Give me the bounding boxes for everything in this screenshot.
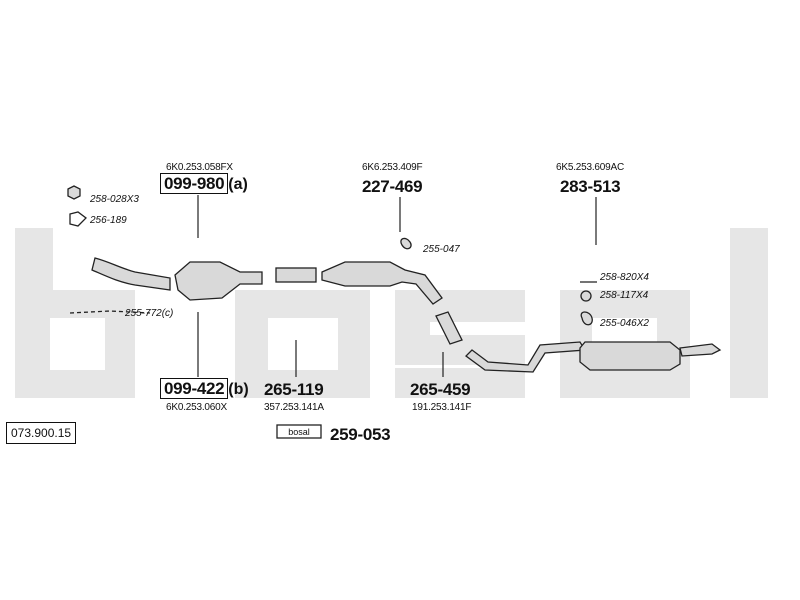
diagram-reference: 073.900.15: [6, 422, 77, 444]
oe-number-p5: 357.253.141A: [264, 402, 324, 413]
part-number-label: 099-980: [160, 173, 229, 194]
variant-suffix: (b): [228, 381, 249, 398]
rubber-mount-icon: [580, 311, 593, 326]
center-silencer: [321, 261, 443, 305]
variant-suffix: (a): [228, 176, 248, 193]
part-number-p7[interactable]: 259-053: [330, 425, 391, 444]
ring-icon: [580, 290, 592, 302]
gasket-icon: [69, 211, 87, 227]
rear-silencer: [579, 341, 681, 371]
tail-pipe: [679, 343, 722, 357]
clamp-265-119: [275, 267, 317, 283]
oe-number-p4: 6K0.253.060X: [166, 402, 227, 413]
part-number-p1[interactable]: 099-980(a): [160, 173, 248, 194]
accessory-a2[interactable]: 256-189: [90, 215, 127, 226]
accessory-a5[interactable]: 258-820X4: [600, 272, 649, 283]
clamp-265-459: [435, 311, 463, 345]
gasket-strip-icon: [69, 310, 151, 314]
oe-number-p2: 6K6.253.409F: [362, 162, 423, 173]
hanger-icon: [400, 237, 412, 250]
oe-number-p1: 6K0.253.058FX: [166, 162, 233, 173]
accessory-a3[interactable]: 255-772(c): [125, 308, 174, 319]
accessory-a7[interactable]: 255-046X2: [600, 318, 649, 329]
part-number-p6[interactable]: 265-459: [410, 380, 471, 399]
part-number-label: 099-422: [160, 378, 229, 399]
accessory-a1[interactable]: 258-028X3: [90, 194, 139, 205]
leader-lines: [197, 195, 597, 377]
exhaust-parts: [67, 185, 722, 373]
catalytic-converter: [174, 261, 263, 301]
oe-number-p3: 6K5.253.609AC: [556, 162, 625, 173]
bosal-logo-text: bosal: [288, 427, 310, 437]
part-number-p3[interactable]: 283-513: [560, 177, 621, 196]
front-downpipe: [91, 257, 171, 291]
nut-icon: [67, 185, 81, 200]
bosal-logo-box: [276, 424, 322, 439]
accessory-a4[interactable]: 255-047: [423, 244, 460, 255]
part-number-p2[interactable]: 227-469: [362, 177, 423, 196]
accessory-a6[interactable]: 258-117X4: [600, 290, 649, 301]
part-number-p4[interactable]: 099-422(b): [160, 378, 249, 399]
part-number-p5[interactable]: 265-119: [264, 380, 324, 399]
oe-number-p6: 191.253.141F: [412, 402, 472, 413]
